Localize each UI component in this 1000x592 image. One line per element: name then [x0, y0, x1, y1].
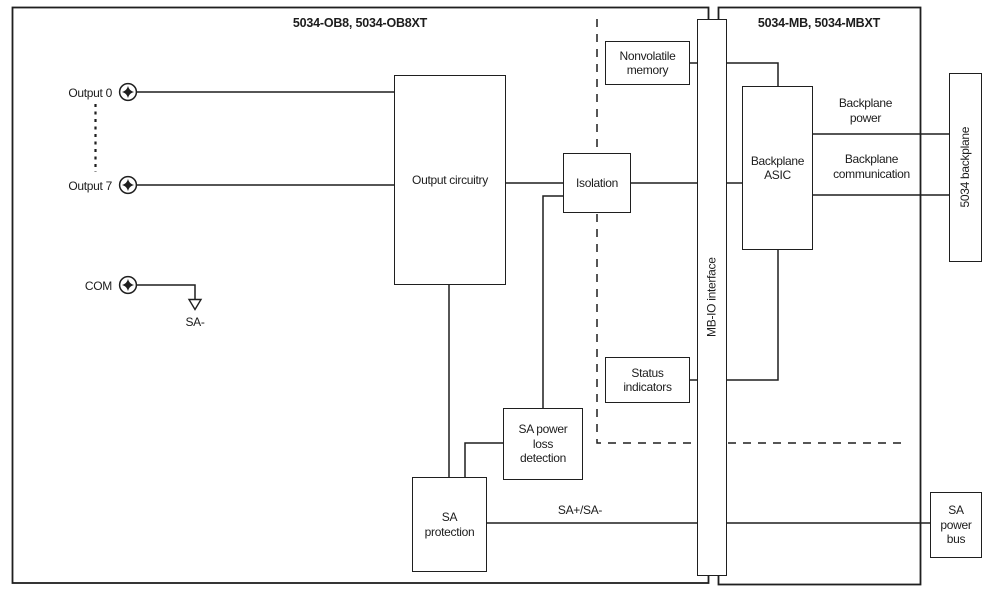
isolation-box: Isolation — [563, 153, 631, 213]
sa-power-loss-detection-label: SA power loss detection — [518, 422, 568, 466]
terminal-label-output7: Output 7 — [68, 179, 112, 193]
isolation-label: Isolation — [576, 175, 618, 190]
nonvolatile-memory-box: Nonvolatile memory — [605, 41, 690, 85]
sa-minus-label: SA- — [185, 315, 205, 329]
nonvolatile-memory-label: Nonvolatile memory — [619, 48, 676, 77]
left-module-title: 5034-OB8, 5034-OB8XT — [292, 16, 428, 30]
sa-power-bus-label: SA power bus — [940, 503, 972, 547]
sa-power-bus-box: SA power bus — [930, 492, 982, 558]
output-circuitry-label: Output circuitry — [412, 172, 488, 187]
backplane-asic-label: Backplane ASIC — [750, 153, 805, 182]
sa-power-loss-detection-box: SA power loss detection — [503, 408, 583, 480]
sa-protection-label: SA protection — [424, 510, 475, 539]
status-indicators-label: Status indicators — [623, 365, 672, 394]
mb-io-interface-label: MB-IO interface — [704, 257, 719, 338]
ground-triangle-icon — [187, 298, 203, 311]
status-indicators-box: Status indicators — [605, 357, 690, 403]
screw-terminal-icon — [118, 275, 138, 295]
sa-bus-label: SA+/SA- — [557, 503, 603, 517]
terminal-label-com: COM — [84, 279, 112, 293]
screw-terminal-icon — [118, 82, 138, 102]
backplane-5034-label: 5034 backplane — [958, 127, 973, 208]
output-circuitry-box: Output circuitry — [394, 75, 506, 285]
enclosure-ob8 — [11, 6, 710, 584]
terminal-label-output0: Output 0 — [68, 86, 112, 100]
backplane-asic-box: Backplane ASIC — [742, 86, 813, 250]
backplane-power-label: Backplane power — [838, 96, 893, 125]
sa-protection-box: SA protection — [412, 477, 487, 572]
backplane-communication-label: Backplane communication — [833, 152, 910, 181]
right-module-title: 5034-MB, 5034-MBXT — [757, 16, 881, 30]
mb-io-interface-box: MB-IO interface — [697, 19, 727, 576]
signal-wires — [136, 62, 949, 524]
backplane-5034-box: 5034 backplane — [949, 73, 982, 262]
screw-terminal-icon — [118, 175, 138, 195]
